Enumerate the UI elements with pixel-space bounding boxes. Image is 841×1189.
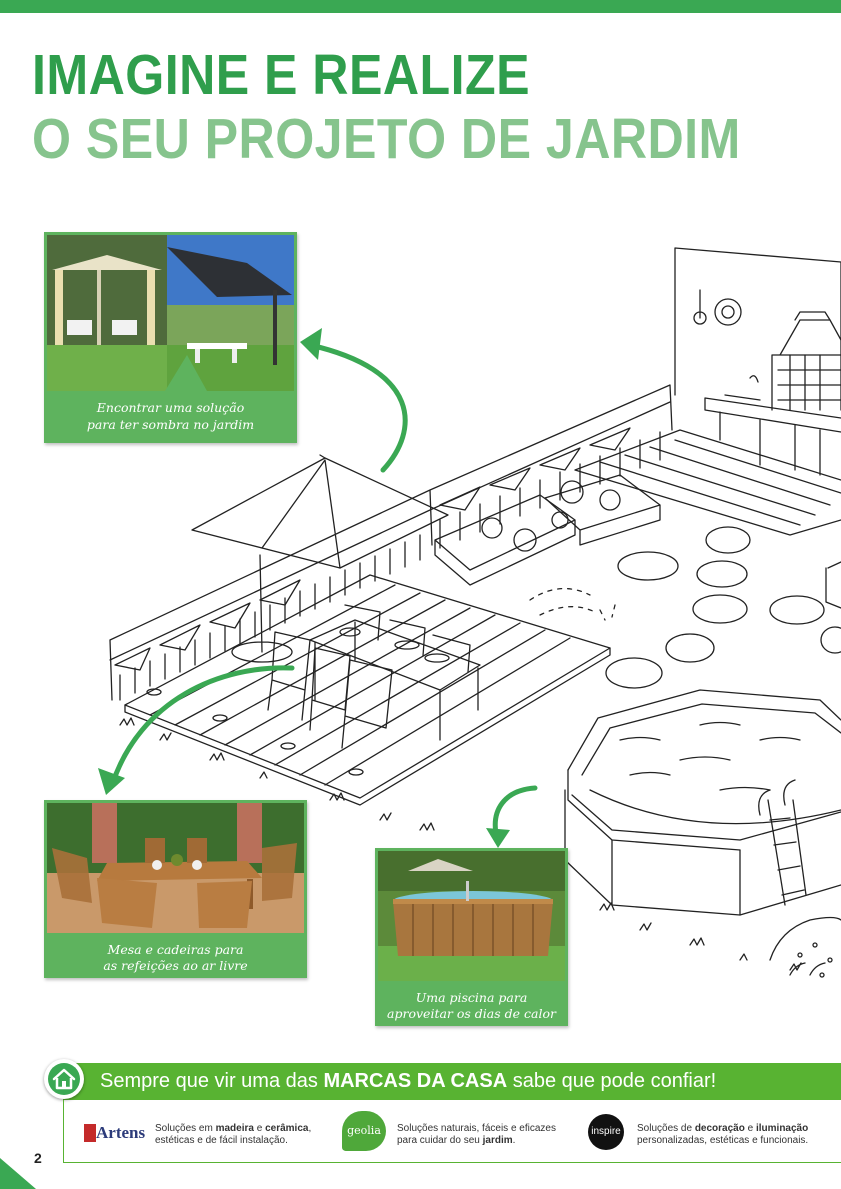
dining-set-image	[47, 803, 304, 933]
page-number: 2	[34, 1150, 42, 1166]
photo-gazebo-parasol	[47, 235, 294, 391]
card-pool-caption-line2: aproveitar os dias de calor	[387, 1006, 556, 1021]
card-pool-caption-line1: Uma piscina para	[415, 990, 528, 1005]
inspire-description: Soluções de decoração e iluminação perso…	[637, 1123, 808, 1147]
banner-text-bold: MARCAS DA CASA	[323, 1070, 508, 1092]
artens-desc-comma: ,	[308, 1123, 312, 1134]
card-shade-caption-line1: Encontrar uma solução	[96, 400, 245, 415]
artens-mark-icon	[84, 1124, 96, 1142]
inspire-desc-and: e	[744, 1123, 756, 1134]
inspire-desc-text: Soluções de	[637, 1123, 695, 1134]
banner-text: Sempre que vir uma das MARCAS DA CASA sa…	[100, 1069, 716, 1093]
page-title-line2: O SEU PROJETO DE JARDIM	[32, 107, 741, 171]
house-badge	[44, 1059, 84, 1099]
geolia-desc-text: para cuidar do seu	[397, 1135, 483, 1146]
corner-triangle-decoration	[0, 1158, 36, 1189]
inspire-desc-line2: personalizadas, estéticas e funcionais.	[637, 1135, 809, 1146]
wooden-pool-image	[378, 851, 565, 981]
artens-desc-bold1: madeira	[215, 1123, 254, 1134]
geolia-desc-line1: Soluções naturais, fáceis e eficazes	[397, 1123, 556, 1134]
card-dining: Mesa e cadeiras para as refeições ao ar …	[44, 800, 307, 978]
artens-desc-line2: estéticas e de fácil instalação.	[155, 1135, 288, 1146]
card-dining-caption-line2: as refeições ao ar livre	[103, 958, 248, 973]
inspire-logo: inspire	[588, 1114, 624, 1150]
card-pool: Uma piscina para aproveitar os dias de c…	[375, 848, 568, 1026]
card-shade: Encontrar uma solução para ter sombra no…	[44, 232, 297, 443]
card-shade-caption-line2: para ter sombra no jardim	[86, 417, 255, 432]
house-icon	[52, 1068, 76, 1090]
artens-desc-and: e	[253, 1123, 266, 1134]
artens-desc-bold2: cerâmica	[265, 1123, 309, 1134]
photo-dining-set	[47, 803, 304, 933]
gazebo-parasol-image	[47, 235, 294, 391]
banner-text-post: sabe que pode confiar!	[507, 1070, 717, 1092]
geolia-desc-period: .	[512, 1135, 516, 1146]
artens-desc-text: Soluções em	[155, 1123, 216, 1134]
geolia-logo-text: geolia	[347, 1124, 381, 1137]
artens-logo: Artens	[84, 1124, 145, 1142]
page-title-line1: IMAGINE E REALIZE	[32, 43, 530, 107]
photo-wooden-pool	[378, 851, 565, 981]
geolia-logo: geolia	[342, 1111, 386, 1151]
card-dining-caption-line1: Mesa e cadeiras para	[107, 942, 244, 957]
brands-banner	[63, 1063, 841, 1100]
brands-box	[63, 1100, 841, 1163]
top-green-bar	[0, 0, 841, 13]
inspire-desc-bold1: decoração	[694, 1123, 745, 1134]
geolia-description: Soluções naturais, fáceis e eficazes par…	[397, 1123, 556, 1147]
artens-description: Soluções em madeira e cerâmica, estética…	[155, 1123, 311, 1147]
banner-text-pre: Sempre que vir uma das	[100, 1070, 324, 1092]
inspire-desc-bold2: iluminação	[755, 1123, 809, 1134]
inspire-logo-text: inspire	[591, 1126, 621, 1137]
artens-logo-text: Artens	[96, 1123, 146, 1142]
geolia-desc-bold: jardim	[482, 1135, 513, 1146]
